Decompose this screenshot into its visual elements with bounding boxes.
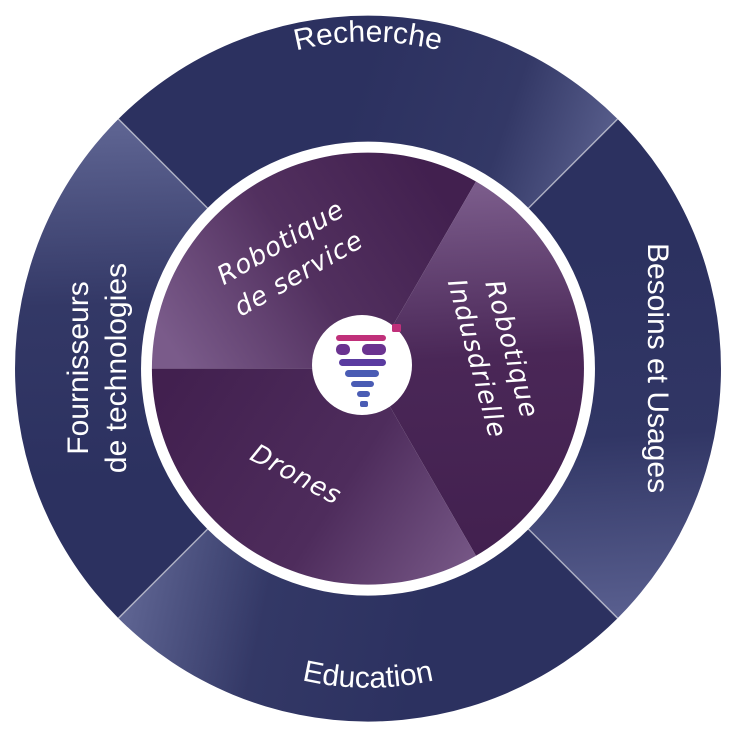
label-fournisseurs-line2: de technologies [100, 263, 133, 473]
label-fournisseurs-line1: Fournisseurs [62, 281, 95, 454]
label-besoins: Besoins et Usages [641, 243, 674, 493]
robot-logo-icon [336, 324, 401, 407]
inner-segment-service [151, 152, 476, 369]
inner-segment-drones [151, 368, 476, 585]
outer-ring [15, 15, 721, 722]
outer-segment-fournisseurs [15, 119, 208, 619]
label-fournisseurs: Fournisseurs de technologies [62, 263, 133, 473]
inner-circle [151, 152, 584, 585]
center-logo [312, 315, 412, 415]
outer-segment-besoins [528, 119, 721, 619]
outer-ring-dividers [117, 118, 619, 619]
outer-segment-education [118, 529, 618, 722]
inner-segment-industrielle [368, 181, 584, 556]
outer-segment-recherche [118, 15, 618, 209]
